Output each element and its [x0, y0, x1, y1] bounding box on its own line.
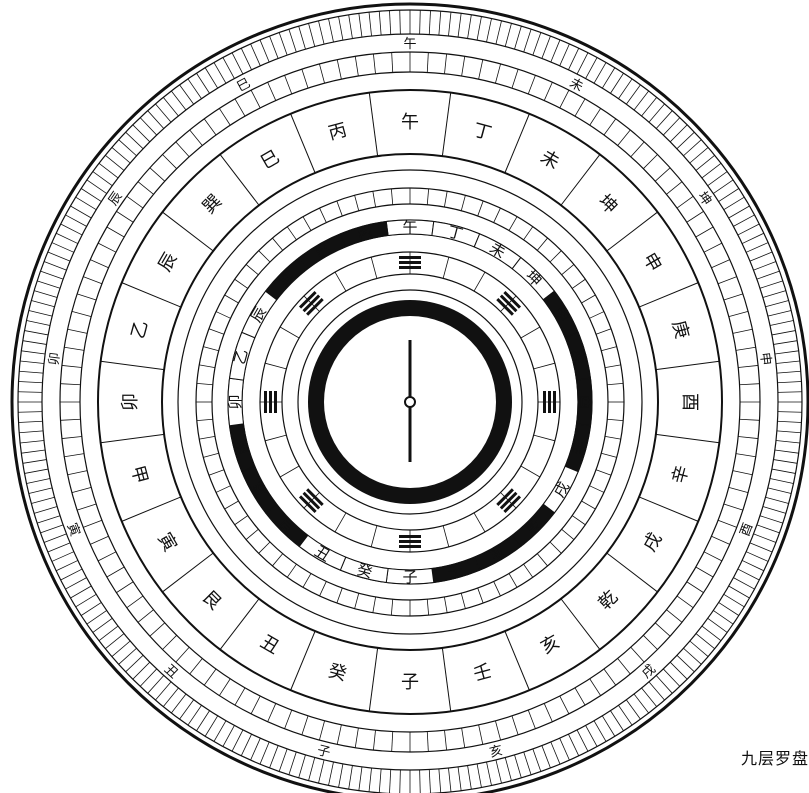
trigram-line [399, 540, 421, 543]
mountain-label: 酉 [576, 394, 594, 409]
middle-ring-label: 卯 [120, 393, 141, 411]
trigram-line [548, 391, 551, 413]
trigram-line [399, 266, 421, 269]
compass-center [308, 300, 512, 504]
outer-ring-label: 午 [403, 37, 416, 52]
middle-ring-label: 酉 [679, 393, 700, 411]
trigram-line [399, 261, 421, 264]
trigram-line [264, 391, 267, 413]
mountain-label: 午 [402, 218, 417, 236]
middle-ring-label: 子 [401, 672, 419, 693]
mountain-label: 卯 [226, 394, 244, 409]
outer-ring-label: 申 [757, 352, 773, 367]
trigram-line [399, 545, 421, 548]
trigram-line [399, 535, 421, 538]
trigram-symbol [543, 391, 556, 413]
trigram-symbol [399, 256, 421, 269]
trigram-line [399, 256, 421, 259]
trigram-line [269, 391, 272, 413]
trigram-line [543, 391, 546, 413]
trigram-line [553, 391, 556, 413]
trigram-symbol [399, 535, 421, 548]
figure-caption: 九层罗盘 [741, 745, 809, 769]
middle-ring-label: 午 [401, 112, 419, 133]
mountain-label: 子 [402, 568, 417, 586]
outer-ring-label: 卯 [47, 352, 63, 367]
trigram-line [274, 391, 277, 413]
trigram-symbol [264, 391, 277, 413]
needle-pivot [405, 397, 415, 407]
